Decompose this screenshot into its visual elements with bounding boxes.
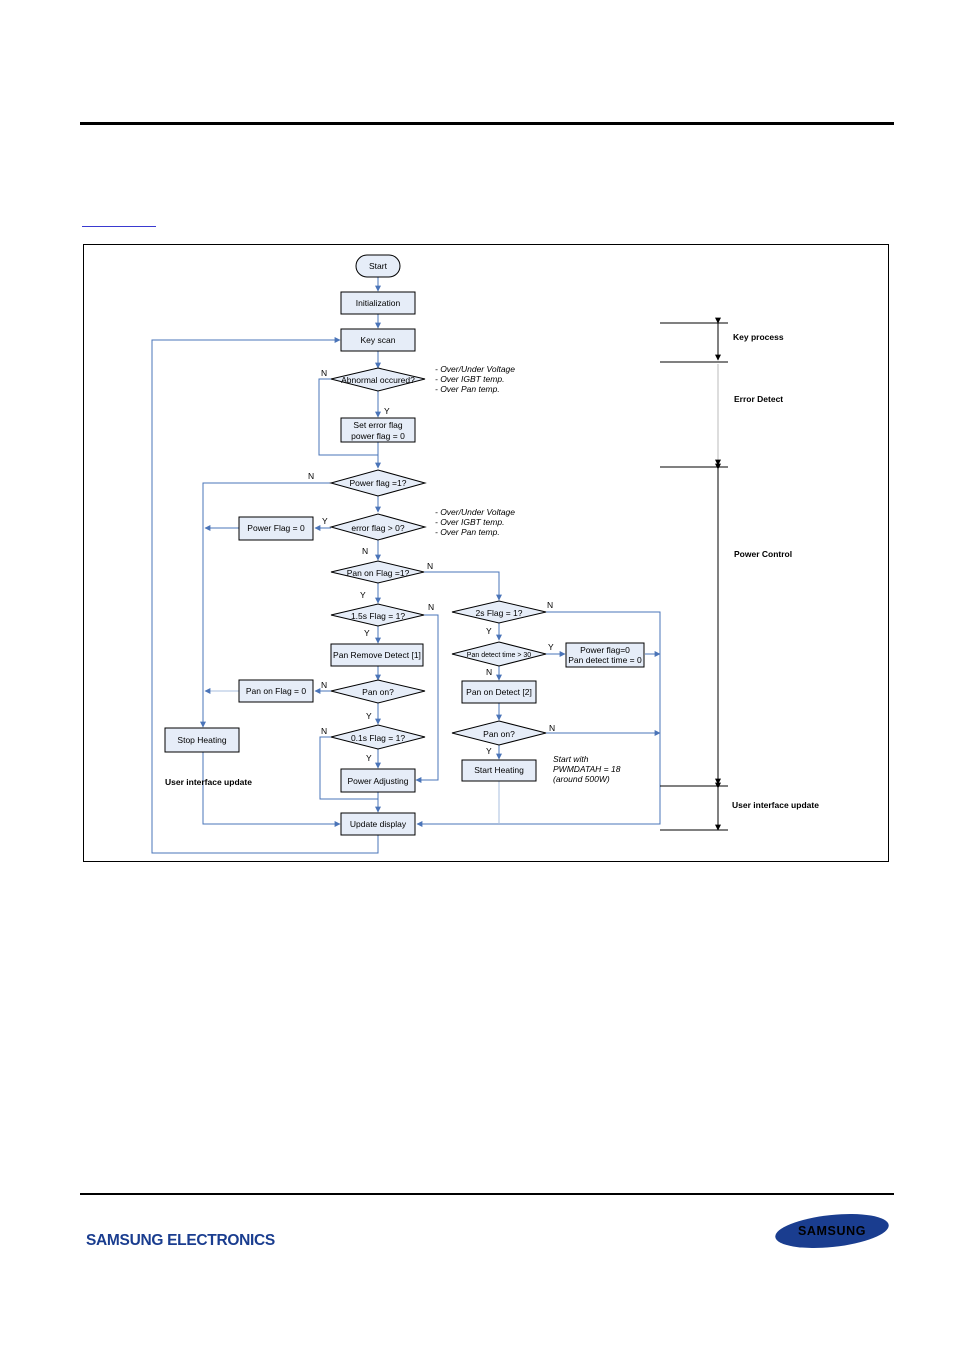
section-error-detect: Error Detect <box>734 394 783 404</box>
flag-15s-diamond <box>330 603 425 627</box>
branch-n-power-flag: N <box>308 471 314 481</box>
error-note-5: - Over IGBT temp. <box>435 517 504 527</box>
abnormal-label: Abnormal occured? <box>341 375 415 385</box>
set-error-label-1: Set error flag <box>353 420 402 430</box>
start-with-note-2: PWMDATAH = 18 <box>553 764 621 774</box>
start-terminal <box>355 254 401 278</box>
power-flag-q-label: Power flag =1? <box>350 478 407 488</box>
branch-n-pan-detect: N <box>486 667 492 677</box>
branch-n-abnormal: N <box>321 368 327 378</box>
update-display-label: Update display <box>350 819 407 829</box>
header-rule <box>80 122 894 125</box>
error-note-4: - Over/Under Voltage <box>435 507 515 517</box>
stop-heating-box <box>164 727 240 753</box>
start-with-note-3: (around 500W) <box>553 774 610 784</box>
footer-brand: SAMSUNG ELECTRONICS <box>86 1232 275 1249</box>
branch-n-01s: N <box>321 726 327 736</box>
power-flag-diamond <box>329 469 427 497</box>
pan-on-q1-label: Pan on? <box>362 687 394 697</box>
pan-on-flag-q-label: Pan on Flag =1? <box>347 568 410 578</box>
branch-n-error-flag: N <box>362 546 368 556</box>
branch-y-15s: Y <box>364 628 370 638</box>
pan-on-1-diamond <box>330 679 426 704</box>
error-note-3: - Over Pan temp. <box>435 384 500 394</box>
branch-y-2s: Y <box>486 626 492 636</box>
pan-remove-label: Pan Remove Detect [1] <box>333 650 421 660</box>
figure-frame <box>83 244 889 862</box>
samsung-logo: SAMSUNG <box>775 1214 889 1248</box>
keyscan-box <box>340 328 416 352</box>
branch-y-error-flag: Y <box>322 516 328 526</box>
flag-01s-q-label: 0.1s Flag = 1? <box>351 733 405 743</box>
update-display-box <box>340 812 416 836</box>
error-flag-diamond <box>329 513 427 541</box>
power-flag-0-box <box>238 516 314 541</box>
reset-label-2: Pan detect time = 0 <box>568 655 642 665</box>
branch-n-15s: N <box>428 602 434 612</box>
flag-15s-q-label: 1.5s Flag = 1? <box>351 611 405 621</box>
branch-n-2s: N <box>547 600 553 610</box>
pan-detect-time-diamond <box>451 641 547 667</box>
start-with-note-1: Start with <box>553 754 589 764</box>
branch-y-pan-on-flag: Y <box>360 590 366 600</box>
set-error-box <box>340 417 416 443</box>
pan-on-detect-box <box>461 680 537 704</box>
section-brackets <box>660 317 728 831</box>
error-note-1: - Over/Under Voltage <box>435 364 515 374</box>
error-note-2: - Over IGBT temp. <box>435 374 504 384</box>
power-flag-0-label: Power Flag = 0 <box>247 523 305 533</box>
branch-n-pan-on-1: N <box>321 680 327 690</box>
branch-n-pan-on-flag: N <box>427 561 433 571</box>
keyscan-label: Key scan <box>361 335 396 345</box>
section-power-control: Power Control <box>734 549 792 559</box>
error-note-6: - Over Pan temp. <box>435 527 500 537</box>
abnormal-diamond <box>330 367 426 392</box>
pan-on-flag-0-box <box>238 679 314 703</box>
power-adjusting-label: Power Adjusting <box>348 776 409 786</box>
pan-detect-time-label: Pan detect time > 30 <box>467 652 532 659</box>
start-heating-box <box>461 759 537 782</box>
pan-on-q2-label: Pan on? <box>483 729 515 739</box>
branch-y-pan-on-2: Y <box>486 746 492 756</box>
init-box <box>340 291 416 315</box>
error-flag-q-label: error flag > 0? <box>351 523 404 533</box>
flag-01s-diamond <box>330 724 426 750</box>
stop-heating-label: Stop Heating <box>177 735 226 745</box>
branch-y-pan-detect: Y <box>548 642 554 652</box>
reset-box <box>565 642 645 668</box>
start-heating-label: Start Heating <box>474 765 524 775</box>
section-ui-update: User interface update <box>732 800 819 810</box>
branch-y-abnormal: Y <box>384 406 390 416</box>
branch-y-01s: Y <box>366 753 372 763</box>
process-boxes <box>164 254 645 836</box>
flag-2s-diamond <box>451 600 547 624</box>
start-label: Start <box>369 261 388 271</box>
ui-update-left-label: User interface update <box>165 777 252 787</box>
pan-on-detect-label: Pan on Detect [2] <box>466 687 532 697</box>
footer-rule <box>80 1193 894 1195</box>
branch-y-pan-on-1: Y <box>366 711 372 721</box>
figure-reference-link[interactable] <box>82 226 156 227</box>
set-error-label-2: power flag = 0 <box>351 431 405 441</box>
pan-on-flag-0-label: Pan on Flag = 0 <box>246 686 307 696</box>
reset-label-1: Power flag=0 <box>580 645 630 655</box>
section-key-process: Key process <box>733 332 784 342</box>
decision-diamonds <box>329 367 547 750</box>
pan-on-2-diamond <box>451 720 547 746</box>
pan-remove-box <box>330 643 424 667</box>
branch-n-pan-on-2: N <box>549 723 555 733</box>
logo-text: SAMSUNG <box>798 1224 866 1238</box>
init-label: Initialization <box>356 298 401 308</box>
flag-2s-q-label: 2s Flag = 1? <box>475 608 522 618</box>
pan-on-flag-diamond <box>330 560 425 584</box>
power-adjusting-box <box>340 768 416 793</box>
connectors <box>151 277 661 854</box>
